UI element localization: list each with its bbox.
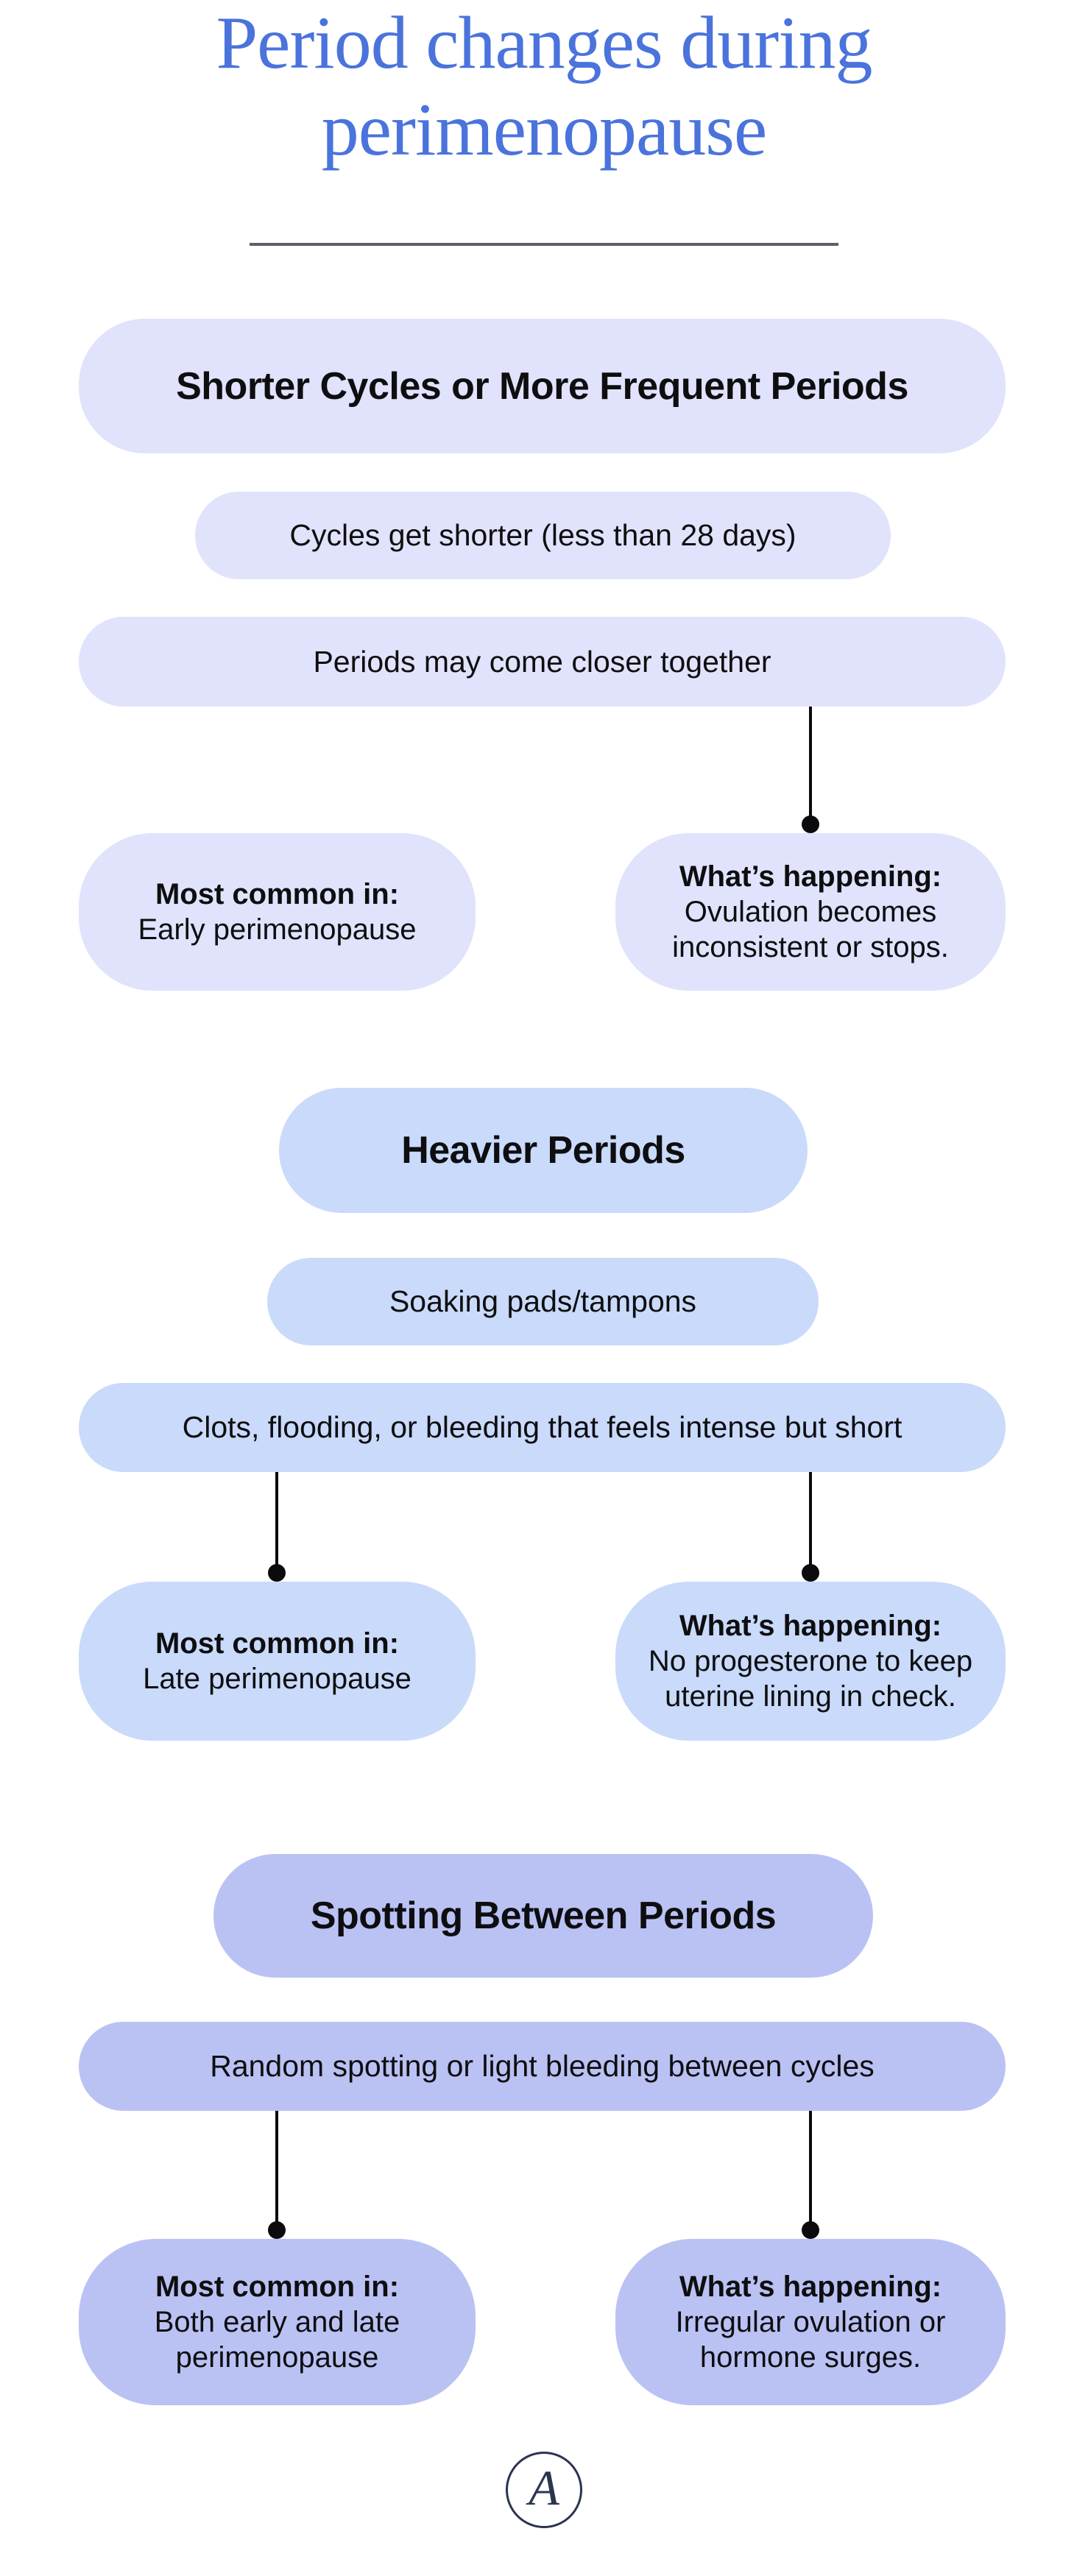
section1-header-text: Shorter Cycles or More Frequent Periods (176, 364, 908, 408)
section3-connector-dot-right (802, 2221, 819, 2239)
most-common-label: Most common in: (155, 2271, 400, 2303)
most-common-line: perimenopause (175, 2341, 379, 2374)
page-title: Period changes during perimenopause (0, 0, 1088, 174)
section1-most-common-pill: Most common in: Early perimenopause (79, 833, 476, 991)
section1-symptom-text-2: Periods may come closer together (313, 644, 771, 679)
section2-connector-line-right (809, 1472, 812, 1573)
section2-most-common-pill: Most common in: Late perimenopause (79, 1582, 476, 1741)
most-common-line: Both early and late (154, 2306, 400, 2338)
section1-symptom-pill-2: Periods may come closer together (79, 617, 1006, 707)
section3-symptom-pill-1: Random spotting or light bleeding betwee… (79, 2022, 1006, 2111)
section1-happening-pill: What’s happening: Ovulation becomes inco… (615, 833, 1006, 991)
most-common-line: Late perimenopause (143, 1663, 411, 1695)
section1-connector-dot (802, 815, 819, 833)
happening-label: What’s happening: (679, 2271, 942, 2303)
section3-connector-line-right (809, 2111, 812, 2230)
most-common-label: Most common in: (155, 1627, 400, 1660)
section3-header-text: Spotting Between Periods (310, 1894, 777, 1937)
section2-symptom-text-1: Soaking pads/tampons (389, 1284, 697, 1318)
section2-header-text: Heavier Periods (401, 1129, 685, 1172)
most-common-label: Most common in: (155, 878, 400, 910)
section2-symptom-pill-1: Soaking pads/tampons (267, 1258, 819, 1345)
section2-happening-pill: What’s happening: No progesterone to kee… (615, 1582, 1006, 1741)
happening-label: What’s happening: (679, 860, 942, 893)
section1-symptom-text-1: Cycles get shorter (less than 28 days) (289, 518, 796, 552)
page-title-line2: perimenopause (321, 88, 767, 171)
most-common-line: Early perimenopause (138, 913, 417, 946)
section3-symptom-text-1: Random spotting or light bleeding betwee… (210, 2049, 875, 2083)
happening-line: hormone surges. (699, 2341, 922, 2374)
happening-line: Irregular ovulation or (675, 2306, 946, 2338)
section2-connector-dot-left (268, 1564, 286, 1582)
section1-header-pill: Shorter Cycles or More Frequent Periods (79, 319, 1006, 453)
section3-happening-pill: What’s happening: Irregular ovulation or… (615, 2239, 1006, 2405)
section1-connector-line (809, 707, 812, 824)
section3-most-common-pill: Most common in: Both early and late peri… (79, 2239, 476, 2405)
section3-connector-dot-left (268, 2221, 286, 2239)
section2-connector-line-left (275, 1472, 278, 1573)
section2-connector-dot-right (802, 1564, 819, 1582)
happening-line: Ovulation becomes (684, 896, 937, 928)
brand-logo-icon: A (506, 2452, 582, 2528)
section2-symptom-pill-2: Clots, flooding, or bleeding that feels … (79, 1383, 1006, 1472)
section3-header-pill: Spotting Between Periods (213, 1854, 873, 1978)
section2-header-pill: Heavier Periods (279, 1088, 808, 1213)
section1-symptom-pill-1: Cycles get shorter (less than 28 days) (195, 492, 891, 579)
section2-symptom-text-2: Clots, flooding, or bleeding that feels … (182, 1410, 902, 1444)
happening-line: inconsistent or stops. (672, 931, 949, 963)
brand-logo-letter: A (529, 2460, 559, 2516)
page-title-line1: Period changes during (216, 1, 872, 85)
happening-line: uterine lining in check. (665, 1680, 956, 1713)
title-divider (250, 243, 838, 246)
section3-connector-line-left (275, 2111, 278, 2230)
happening-label: What’s happening: (679, 1610, 942, 1642)
happening-line: No progesterone to keep (648, 1645, 973, 1677)
